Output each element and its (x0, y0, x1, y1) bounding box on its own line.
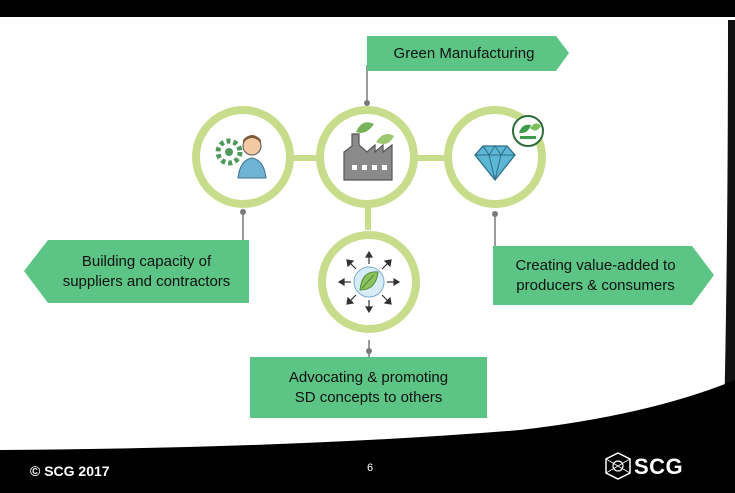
pointer-dot-advocating (366, 348, 372, 354)
tag-creating-value (493, 246, 714, 305)
label-green-manufacturing: Green Manufacturing (370, 36, 558, 71)
scg-logo-icon (605, 452, 631, 480)
pointer-dot-building (240, 209, 246, 215)
label-advocating-line1: Advocating & promoting (288, 368, 449, 386)
label-building-capacity: Building capacity of suppliers and contr… (44, 240, 249, 303)
label-building-line2: suppliers and contractors (62, 272, 231, 290)
footer-logo-text: SCG (634, 454, 684, 479)
label-creating-value: Creating value-added to producers & cons… (493, 246, 698, 305)
footer-logo: SCG (634, 452, 683, 482)
diamond-eco-icon (474, 115, 544, 182)
header-rule (0, 14, 735, 17)
tag-building-capacity (24, 240, 249, 303)
connector-right (413, 155, 449, 161)
tag-green-manufacturing (367, 36, 569, 71)
label-advocating: Advocating & promoting SD concepts to ot… (250, 357, 487, 418)
label-green-manufacturing-text: Green Manufacturing (393, 44, 535, 62)
label-building-line1: Building capacity of (81, 252, 212, 270)
footer-band (0, 380, 735, 493)
connector-left (292, 155, 322, 161)
pointer-dot-creating (492, 211, 498, 217)
factory-leaf-icon (343, 122, 394, 181)
page-number: 6 (366, 462, 374, 474)
label-creating-line2: producers & consumers (516, 276, 675, 294)
header-bar (0, 0, 735, 14)
circle-building (192, 106, 294, 208)
pointer-dot-green-manufacturing (364, 100, 370, 106)
right-edge-strip (722, 20, 735, 493)
label-advocating-line2: SD concepts to others (294, 388, 443, 406)
footer-copyright: © SCG 2017 (30, 463, 110, 479)
connector-down (365, 200, 371, 230)
worker-gear-icon (215, 135, 267, 179)
label-creating-line1: Creating value-added to (515, 256, 676, 274)
leaf-arrows-icon (337, 250, 401, 314)
tag-advocating (250, 357, 487, 418)
